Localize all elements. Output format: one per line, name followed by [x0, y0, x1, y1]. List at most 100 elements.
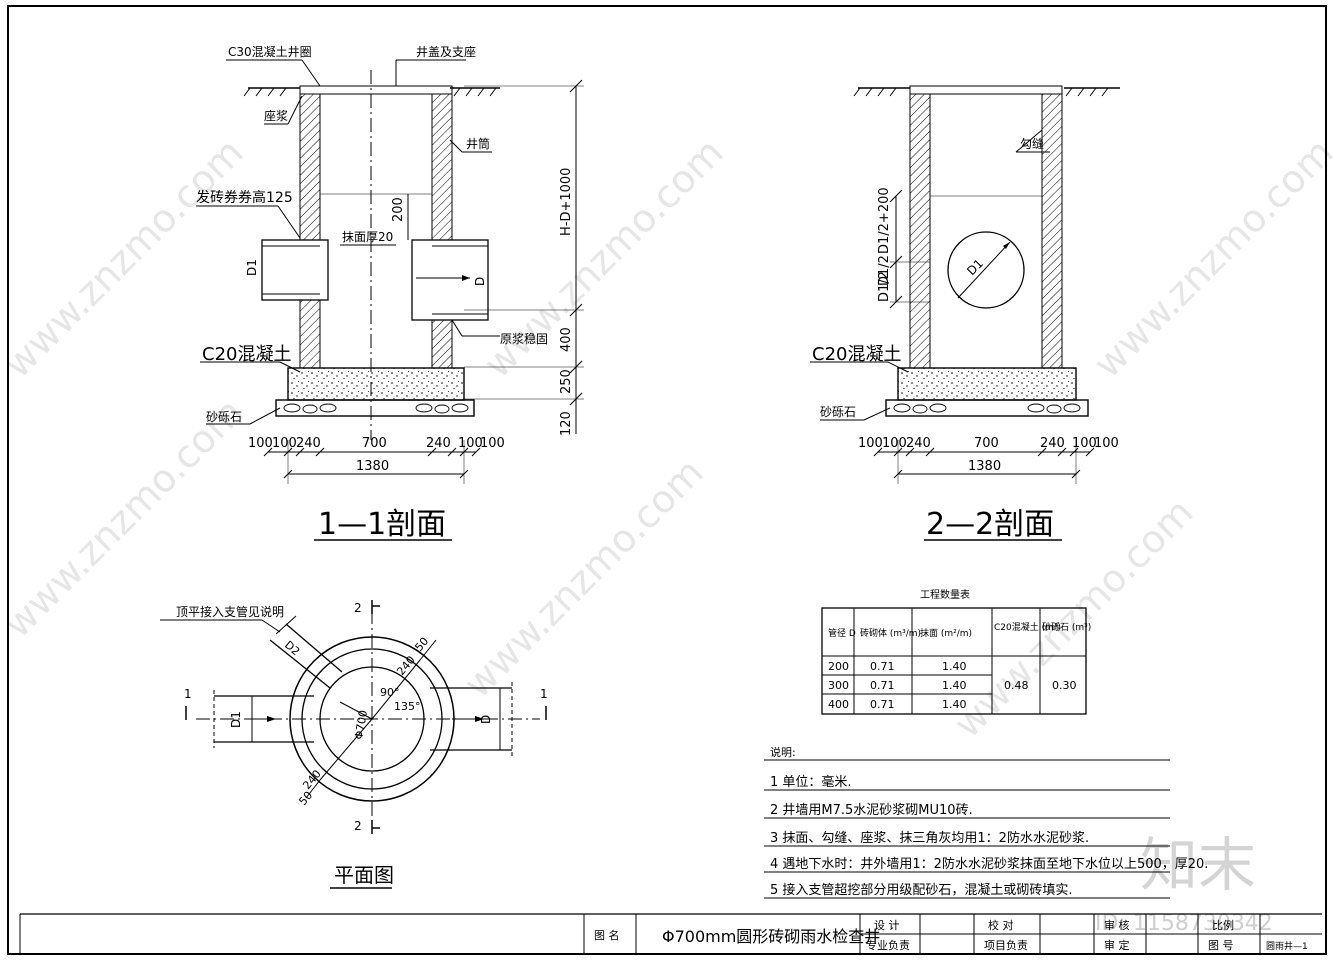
- dim-v-2-3: D1/2: [877, 271, 892, 302]
- dim-h6: 100: [458, 436, 483, 451]
- label-gravel-2: 砂砾石: [820, 405, 856, 419]
- cell-r1-c1: 200: [828, 660, 849, 673]
- note-item-1: 1 单位：毫米.: [770, 774, 852, 790]
- section-1-1: C30混凝土井圈 井盖及支座 座浆 井筒 发砖券券高125 抹面厚20 原浆稳固…: [196, 44, 584, 542]
- th-plaster: 抹面 (m²/m): [920, 627, 972, 639]
- tb-project: 项目负责: [984, 938, 1028, 952]
- dim-h2: 100: [272, 436, 297, 451]
- dim-total-2: 1380: [968, 459, 1001, 474]
- dim-h-2-3: 240: [906, 436, 931, 451]
- watermark-layer: www.znzmo.com www.znzmo.com www.znzmo.co…: [0, 130, 1333, 936]
- note-item-5: 5 接入支管超挖部分用级配砂石，混凝土或砌砖填实.: [770, 882, 1073, 898]
- th-brick: 砖砌体 (m³/m): [860, 627, 921, 639]
- label-joint: 勾缝: [1020, 136, 1044, 151]
- cut-label-2-bottom: 2: [354, 819, 362, 833]
- label-shaft: 井筒: [466, 136, 490, 151]
- plan-dim-50-bottom: 50: [296, 789, 315, 808]
- cell-gravel-merged: 0.30: [1052, 679, 1077, 692]
- label-stabilizer: 原浆稳固: [500, 331, 548, 346]
- plan-dim-50-top: 50: [412, 635, 431, 654]
- dim-h1: 100: [248, 436, 273, 451]
- dim-v-2-1: D1/2+200: [877, 187, 892, 254]
- tb-review: 审 核: [1104, 918, 1130, 932]
- cell-r2-c3: 1.40: [942, 679, 967, 692]
- note-item-2: 2 井墙用M7.5水泥砂浆砌MU10砖.: [770, 803, 973, 818]
- plan-angle-135: 135°: [394, 700, 421, 713]
- dim-h-2-1: 100: [858, 436, 883, 451]
- tb-drawing-name: Φ700mm圆形砖砌雨水检查井: [662, 927, 880, 946]
- plan-d2: D2: [282, 638, 302, 658]
- section-2-2: 勾缝 D1 C20混凝土 砂砾石 D1/2+200 D1/2 D1/2 100 …: [810, 85, 1120, 542]
- tb-drawing-no-label: 图 号: [1208, 939, 1234, 952]
- label-arch: 发砖券券高125: [196, 189, 293, 206]
- plan-angle-90: 90°: [380, 686, 400, 699]
- cell-r1-c2: 0.71: [870, 660, 895, 673]
- tb-approve: 审 定: [1104, 938, 1130, 952]
- note-item-3: 3 抹面、勾缝、座浆、抹三角灰均用1：2防水水泥砂浆.: [770, 830, 1089, 846]
- dim-v1: H-D+1000: [559, 168, 574, 236]
- watermark-logo: 知末: [1140, 831, 1256, 899]
- dim-h-2-7: 100: [1094, 436, 1119, 451]
- plan-d: D: [479, 715, 493, 724]
- table-title: 工程数量表: [920, 588, 970, 601]
- dim-h3: 240: [296, 436, 321, 451]
- plan-d1: D1: [229, 711, 243, 728]
- label-ring: C30混凝土井圈: [228, 44, 312, 59]
- dim-v-2-2: D1/2: [877, 255, 892, 286]
- label-concrete-2: C20混凝土: [812, 344, 901, 365]
- tb-label-name: 图 名: [594, 928, 620, 942]
- cut-label-1-left: 1: [184, 687, 192, 701]
- plan-title: 平面图: [334, 863, 394, 887]
- dim-h-2-2: 100: [882, 436, 907, 451]
- label-d1-circle: D1: [964, 256, 986, 278]
- th-pipe: 管径 D: [828, 627, 856, 639]
- label-d1: D1: [245, 259, 259, 276]
- cell-r2-c1: 300: [828, 679, 849, 692]
- label-gravel: 砂砾石: [206, 410, 242, 424]
- label-plaster: 抹面厚20: [342, 230, 393, 244]
- cell-r2-c2: 0.71: [870, 679, 895, 692]
- dim-v5: 120: [559, 411, 574, 436]
- dim-v3: 400: [559, 327, 574, 352]
- dim-v4: 250: [559, 369, 574, 394]
- label-d: D: [473, 277, 487, 286]
- cut-label-1-right: 1: [540, 687, 548, 701]
- dim-h7: 100: [480, 436, 505, 451]
- cell-r1-c3: 1.40: [942, 660, 967, 673]
- dim-h-2-4: 700: [974, 436, 999, 451]
- tb-specialty: 专业负责: [866, 938, 910, 952]
- tb-scale: 比例: [1212, 918, 1234, 932]
- label-concrete: C20混凝土: [202, 344, 291, 365]
- dim-v2: 200: [391, 197, 406, 222]
- dim-h-2-5: 240: [1040, 436, 1065, 451]
- th-concrete: C20混凝土 (m³): [994, 621, 1061, 633]
- plan-note: 顶平接入支管见说明: [176, 604, 284, 619]
- dim-total: 1380: [356, 459, 389, 474]
- th-gravel: 砂砾石 (m³): [1042, 621, 1091, 633]
- tb-check: 校 对: [988, 918, 1014, 932]
- dim-h4: 700: [362, 436, 387, 451]
- section-title-2-2: 2—2剖面: [926, 507, 1054, 542]
- cell-r3-c3: 1.40: [942, 698, 967, 711]
- note-item-4: 4 遇地下水时：井外墙用1：2防水水泥砂浆抹面至地下水位以上500，厚20.: [770, 856, 1208, 872]
- label-mortar-bed: 座浆: [264, 108, 288, 123]
- section-title-1-1: 1—1剖面: [318, 507, 446, 542]
- title-block: 图 名 Φ700mm圆形砖砌雨水检查井 设 计 专业负责 校 对 项目负责 审 …: [19, 913, 1322, 954]
- label-cover: 井盖及支座: [416, 44, 476, 59]
- quantity-table: 工程数量表 管径 D 砖砌体 (m³/m) 抹面 (m²/m) C20混凝土 (…: [821, 588, 1091, 715]
- notes-heading: 说明:: [770, 745, 796, 759]
- tb-drawing-no: 圆雨井—1: [1266, 940, 1308, 952]
- plan-diameter: Φ700: [352, 709, 370, 740]
- cell-concrete-merged: 0.48: [1004, 679, 1029, 692]
- watermark-id: ID: 1158730342: [1095, 911, 1273, 936]
- plan-dim-240-bottom: 240: [300, 767, 323, 791]
- dim-h5: 240: [426, 436, 451, 451]
- notes: 说明: 1 单位：毫米. 2 井墙用M7.5水泥砂浆砌MU10砖. 3 抹面、勾…: [764, 745, 1208, 899]
- sheet-border: [7, 5, 1327, 955]
- watermark-text: www.znzmo.com: [475, 130, 731, 386]
- watermark-text: www.znzmo.com: [455, 450, 711, 706]
- watermark-text: www.znzmo.com: [1085, 130, 1333, 386]
- dim-h-2-6: 100: [1072, 436, 1097, 451]
